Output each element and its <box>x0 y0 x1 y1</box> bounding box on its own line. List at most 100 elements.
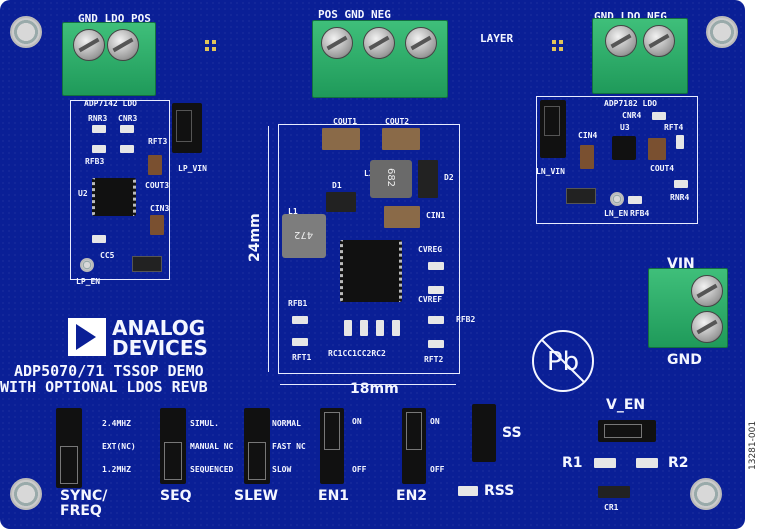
label-pos-gnd-neg: POS GND NEG <box>318 8 391 21</box>
label-l2: L2 <box>364 169 374 178</box>
capacitor-cnr4 <box>652 112 666 120</box>
jumper-en2[interactable] <box>406 412 422 450</box>
resistor-rft1 <box>292 338 308 346</box>
label-u2: U2 <box>78 189 88 198</box>
label-vin: VIN <box>667 256 695 272</box>
label-rc-cc-row: RC1CC1CC2RC2 <box>328 349 386 358</box>
jumper-sync-freq[interactable] <box>60 446 78 484</box>
mounting-hole-bottom-left <box>10 478 42 510</box>
label-en2: EN2 <box>396 488 428 504</box>
label-cnr4: CNR4 <box>622 111 642 120</box>
freq-option-1: 2.4MHZ <box>102 419 131 428</box>
jumper-ln-en[interactable] <box>566 188 596 204</box>
dimension-24mm: 24mm <box>247 213 263 262</box>
resistor-rft4 <box>676 135 684 149</box>
resistor-rfb4 <box>628 196 642 204</box>
inductor-l1: 472 <box>282 214 326 258</box>
label-d1: D1 <box>332 181 342 190</box>
led-cr1 <box>598 486 630 498</box>
lead-free-symbol: Pb <box>532 330 594 392</box>
slew-option-2: FAST NC <box>272 442 306 451</box>
label-adp7182-ldo: ADP7182 LDO <box>604 99 657 108</box>
label-rft1: RFT1 <box>292 353 312 362</box>
label-rnr3: RNR3 <box>88 114 108 123</box>
slew-option-1: NORMAL <box>272 419 301 428</box>
jumper-lp-vin[interactable] <box>176 110 192 142</box>
logo-triangle-icon <box>76 324 96 350</box>
test-point-lp-en[interactable] <box>80 258 94 272</box>
capacitor-cin1 <box>384 206 420 228</box>
label-adp7142-ldo: ADP7142 LDO <box>84 99 137 108</box>
comp-rc2 <box>392 320 400 336</box>
label-r1: R1 <box>562 455 583 471</box>
label-cin4: CIN4 <box>578 131 598 140</box>
label-ss: SS <box>502 425 522 441</box>
company-name-line2: DEVICES <box>112 336 208 360</box>
label-rss: RSS <box>484 483 515 499</box>
chip-u2 <box>92 178 136 216</box>
ldo-right-outline <box>536 96 698 224</box>
label-rfb2: RFB2 <box>456 315 476 324</box>
label-rft2: RFT2 <box>424 355 444 364</box>
freq-option-3: 1.2MHZ <box>102 465 131 474</box>
resistor-r2 <box>636 458 658 468</box>
jumper-lp-en[interactable] <box>132 256 162 272</box>
label-gnd: GND <box>667 352 702 368</box>
jumper-en1[interactable] <box>324 412 340 450</box>
label-cout3: COUT3 <box>145 181 170 190</box>
diode-d2 <box>418 160 438 198</box>
label-r2: R2 <box>668 455 689 471</box>
label-cc5: CC5 <box>100 251 115 260</box>
resistor-rnr3 <box>92 125 106 133</box>
resistor-rft3-a <box>120 145 134 153</box>
resistor-rfb1 <box>292 316 308 324</box>
label-d2: D2 <box>444 173 454 182</box>
label-en1: EN1 <box>318 488 350 504</box>
jumper-seq[interactable] <box>164 442 182 480</box>
jumper-v-en[interactable] <box>604 424 642 438</box>
jumper-ln-vin[interactable] <box>544 106 560 136</box>
comp-cc2 <box>376 320 384 336</box>
label-rft3: RFT3 <box>148 137 168 146</box>
terminal-block-outputs <box>312 20 448 98</box>
seq-option-1: SIMUL. <box>190 419 219 428</box>
terminal-block-vin <box>648 268 728 348</box>
label-seq: SEQ <box>160 488 192 504</box>
capacitor-cout4 <box>648 138 666 160</box>
label-gnd-ldo-neg: GND LDO NEG <box>594 10 667 23</box>
label-rfb3: RFB3 <box>85 157 105 166</box>
ldo-left-outline <box>70 100 170 280</box>
mounting-hole-bottom-right <box>690 478 722 510</box>
freq-option-2: EXT(NC) <box>102 442 136 451</box>
label-cout2: COUT2 <box>385 117 410 126</box>
resistor-rnr4 <box>674 180 688 188</box>
label-ln-vin: LN_VIN <box>536 167 565 176</box>
terminal-block-ldo-neg <box>592 18 688 94</box>
dim-line-vertical <box>268 126 269 372</box>
label-rnr4: RNR4 <box>670 193 690 202</box>
figure-id-label: 13281-001 <box>748 420 758 470</box>
converter-outline <box>278 124 460 374</box>
label-rft4: RFT4 <box>664 123 684 132</box>
dimension-18mm: 18mm <box>350 381 399 397</box>
resistor-r1 <box>594 458 616 468</box>
capacitor-cin3 <box>150 215 164 235</box>
en1-on-label: ON <box>352 417 362 426</box>
inductor-l2: 682 <box>370 160 412 198</box>
test-point-ln-en[interactable] <box>610 192 624 206</box>
capacitor-cout2 <box>382 128 420 150</box>
capacitor-cin4 <box>580 145 594 169</box>
resistor-rfb3 <box>92 145 106 153</box>
en2-on-label: ON <box>430 417 440 426</box>
seq-option-2: MANUAL NC <box>190 442 234 451</box>
chip-u3 <box>612 136 636 160</box>
jumper-slew[interactable] <box>248 442 266 480</box>
comp-cc1 <box>360 320 368 336</box>
capacitor-cout3 <box>148 155 162 175</box>
label-cvreg: CVREG <box>418 245 443 254</box>
label-u3: U3 <box>620 123 630 132</box>
header-ss[interactable] <box>472 404 496 462</box>
dim-line-horizontal <box>280 384 456 385</box>
label-l1: L1 <box>288 207 298 216</box>
